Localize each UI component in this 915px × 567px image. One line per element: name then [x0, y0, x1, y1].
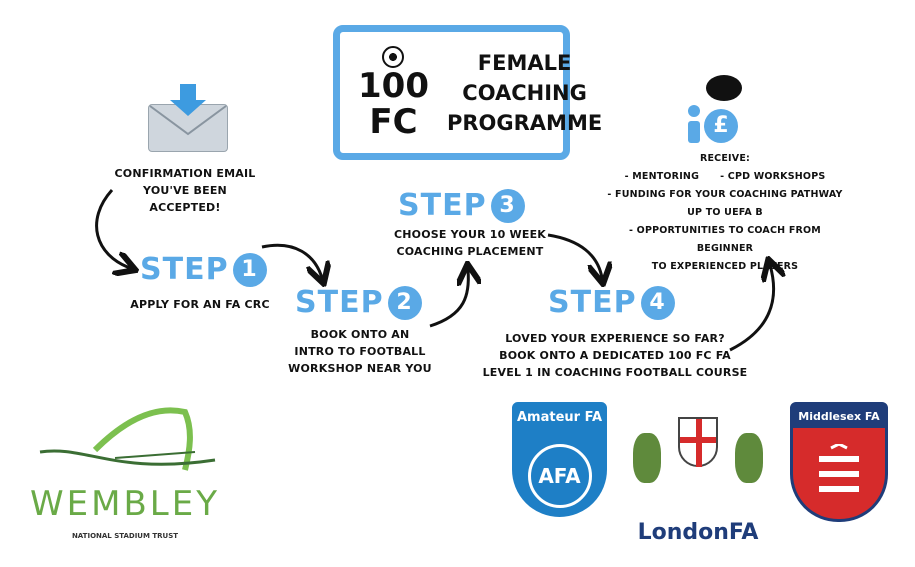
title-fc: FC: [369, 101, 418, 142]
coat-of-arms-icon: [678, 417, 718, 467]
receive-list: RECEIVE:- MENTORING - CPD WORKSHOPS- FUN…: [607, 153, 843, 272]
middlesex-fa-logo: Middlesex FA: [790, 402, 888, 522]
amateur-fa-logo: Amateur FA AFA: [512, 402, 607, 517]
step-1-text: APPLY FOR AN FA CRC: [130, 298, 270, 311]
email-icon: [148, 82, 228, 152]
football-icon: [382, 45, 405, 68]
title-line: COACHING: [462, 80, 587, 105]
title-number: 100: [358, 65, 429, 106]
benefits-icon: £: [688, 75, 748, 145]
seaxes-icon: [793, 428, 885, 519]
wembley-logo: WEMBLEY NATIONAL STADIUM TRUST: [25, 400, 225, 540]
wembley-arch-icon: [39, 407, 216, 471]
step-4-text: LOVED YOUR EXPERIENCE SO FAR?BOOK ONTO A…: [482, 332, 748, 379]
programme-title-box: 100 FC FEMALE COACHING PROGRAMME: [333, 25, 602, 160]
title-line: PROGRAMME: [446, 110, 603, 135]
london-fa-logo: LondonFA: [628, 405, 768, 545]
title-line: FEMALE: [477, 50, 572, 75]
